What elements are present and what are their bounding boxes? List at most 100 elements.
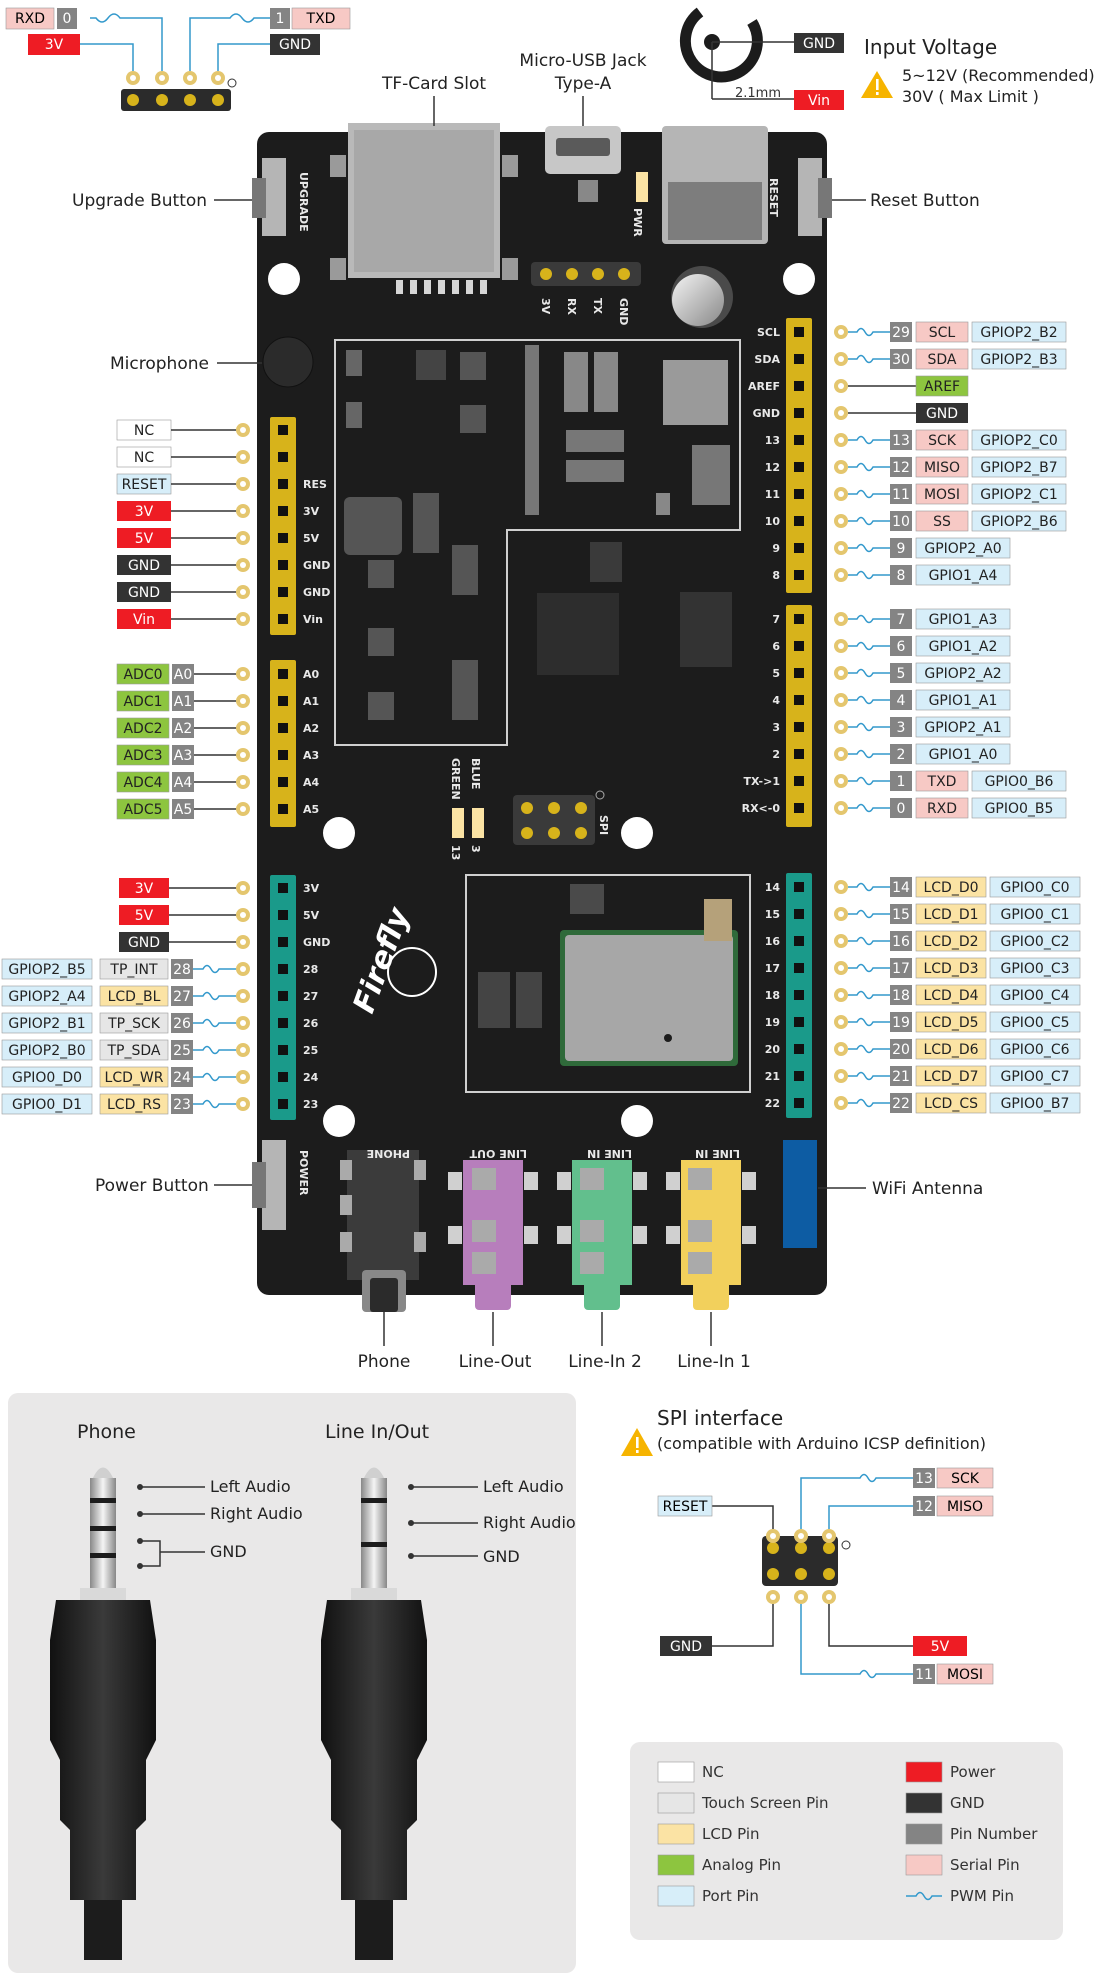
legend-swatch [905, 1823, 943, 1845]
left-a-4: A4 [172, 772, 194, 792]
legend-swatch [657, 1885, 695, 1907]
silk-led-green-num: 13 [449, 845, 462, 860]
left-adc-2-text: ADC2 [123, 721, 162, 737]
left-power-pin-1: NC [116, 446, 172, 468]
right-top-num-6: 11 [890, 484, 912, 504]
left-teal-power-0: 3V [119, 878, 169, 898]
left-num-4: 24 [171, 1067, 193, 1087]
left-func-3: TP_SDA [99, 1039, 169, 1061]
right-teal-1-pad-hole [838, 911, 844, 917]
right-mid-1-pad-hole [838, 643, 844, 649]
microphone-label: Microphone [110, 354, 209, 374]
right-teal-port-2-text: GPIO0_C2 [1000, 934, 1069, 950]
right-top-num-5-text: 12 [892, 460, 910, 476]
legend-label: Touch Screen Pin [701, 1794, 829, 1812]
left-adc-0-bg [116, 663, 170, 685]
right-teal-func-0: LCD_D0 [915, 876, 987, 898]
right-top-func-7-bg [915, 510, 969, 532]
left-num-1-text: 27 [173, 989, 191, 1005]
right-teal-port-0: GPIO0_C0 [989, 876, 1081, 898]
header-socket [794, 909, 804, 919]
legend-swatch [657, 1823, 695, 1845]
left-teal-3-pad-hole [240, 1047, 246, 1053]
right-teal-port-2-bg [989, 930, 1081, 952]
left-power-pin-7-text: Vin [133, 612, 155, 628]
right-teal-num-3-bg [890, 958, 912, 978]
header-socket [278, 991, 288, 1001]
left-power-pin-6-text: GND [128, 585, 160, 601]
top-gnd-label: GND [279, 37, 311, 53]
right-teal-func-4: LCD_D4 [915, 984, 987, 1006]
dc-gnd-label: GND [803, 36, 835, 52]
right-teal-func-5: LCD_D5 [915, 1011, 987, 1033]
right-teal-func-3-text: LCD_D3 [923, 961, 978, 977]
left-port-2: GPIOP2_B1 [1, 1012, 93, 1034]
spi-gnd-label: GND [670, 1639, 702, 1655]
left-num-1: 27 [171, 986, 193, 1006]
left-a-3: A3 [172, 745, 194, 765]
pwm-wave [848, 749, 890, 759]
header-socket [794, 963, 804, 973]
right-teal-port-5: GPIO0_C5 [989, 1011, 1081, 1033]
left-adc-1-text: ADC1 [123, 694, 162, 710]
right-teal-num-4: 18 [890, 985, 912, 1005]
right-top-func-2-text: AREF [924, 379, 960, 395]
right-top-func-4: SCK [915, 429, 969, 451]
right-top-num-0: 29 [890, 322, 912, 342]
right-mid-num-3-bg [890, 690, 912, 710]
right-teal-port-4-bg [989, 984, 1081, 1006]
right-teal-6-pad-hole [838, 1046, 844, 1052]
left-num-0: 28 [171, 959, 193, 979]
left-port-2-text: GPIOP2_B1 [8, 1016, 85, 1032]
legend-item-analog: Analog Pin [657, 1854, 781, 1876]
right-teal-func-1-text: LCD_D1 [923, 907, 978, 923]
silk-right-mid-7: RX<-0 [742, 802, 781, 815]
left-port-4: GPIO0_D0 [1, 1066, 93, 1088]
right-top-port-4-text: GPIOP2_C0 [980, 433, 1057, 449]
right-mid-num-1: 6 [890, 636, 912, 656]
header-socket [278, 587, 288, 597]
silk-left-power-0: RES [303, 478, 327, 491]
right-top-port-9: GPIO1_A4 [915, 564, 1011, 586]
right-mid-num-1-bg [890, 636, 912, 656]
right-top-0-pad-hole [838, 329, 844, 335]
left-a-5-text: A5 [174, 802, 192, 818]
pwm-wave [848, 1071, 890, 1081]
left-a-1-bg [172, 691, 194, 711]
left-power-pin-6-bg [117, 582, 171, 602]
top-txd-label: TXD [306, 11, 336, 27]
right-top-port-0: GPIOP2_B2 [971, 321, 1067, 343]
silk-left-power-5: Vin [303, 613, 323, 626]
header-socket [278, 669, 288, 679]
right-top-num-8-text: 9 [897, 541, 906, 557]
right-teal-func-8: LCD_CS [915, 1092, 987, 1114]
left-func-5-text: LCD_RS [107, 1097, 161, 1113]
left-teal-power-2-pad-hole [240, 939, 246, 945]
left-power-pin-4-text: 5V [135, 531, 154, 547]
spi-note: (compatible with Arduino ICSP definition… [657, 1434, 986, 1453]
right-top-4-pad-hole [838, 437, 844, 443]
right-top-func-4-text: SCK [928, 433, 957, 449]
left-adc-5-bg [116, 798, 170, 820]
pwm-wave [848, 963, 890, 973]
right-teal-port-5-bg [989, 1011, 1081, 1033]
right-top-port-7-text: GPIOP2_B6 [980, 514, 1057, 530]
silk-right-top-1: SDA [754, 353, 780, 366]
silk-right-top-7: 10 [765, 515, 781, 528]
right-top-func-2-bg [915, 375, 969, 397]
left-power-pin-1-text: NC [134, 450, 154, 466]
left-a-0-bg [172, 664, 194, 684]
right-mid-port-0-bg [915, 608, 1011, 630]
right-teal-func-7-bg [915, 1065, 987, 1087]
right-top-7-pad-hole [838, 518, 844, 524]
top-3v-label: 3V [45, 37, 64, 53]
right-mid-num-5-text: 2 [897, 747, 906, 763]
right-teal-num-0-bg [890, 877, 912, 897]
right-teal-4-pad-hole [838, 992, 844, 998]
right-top-8-pad-hole [838, 545, 844, 551]
input-voltage-block: Input Voltage 5~12V (Recommended) 30V ( … [861, 35, 1095, 106]
legend-item-nc: NC [657, 1761, 724, 1783]
right-top-port-1: GPIOP2_B3 [971, 348, 1067, 370]
silk-right-teal-8: 22 [765, 1097, 780, 1110]
